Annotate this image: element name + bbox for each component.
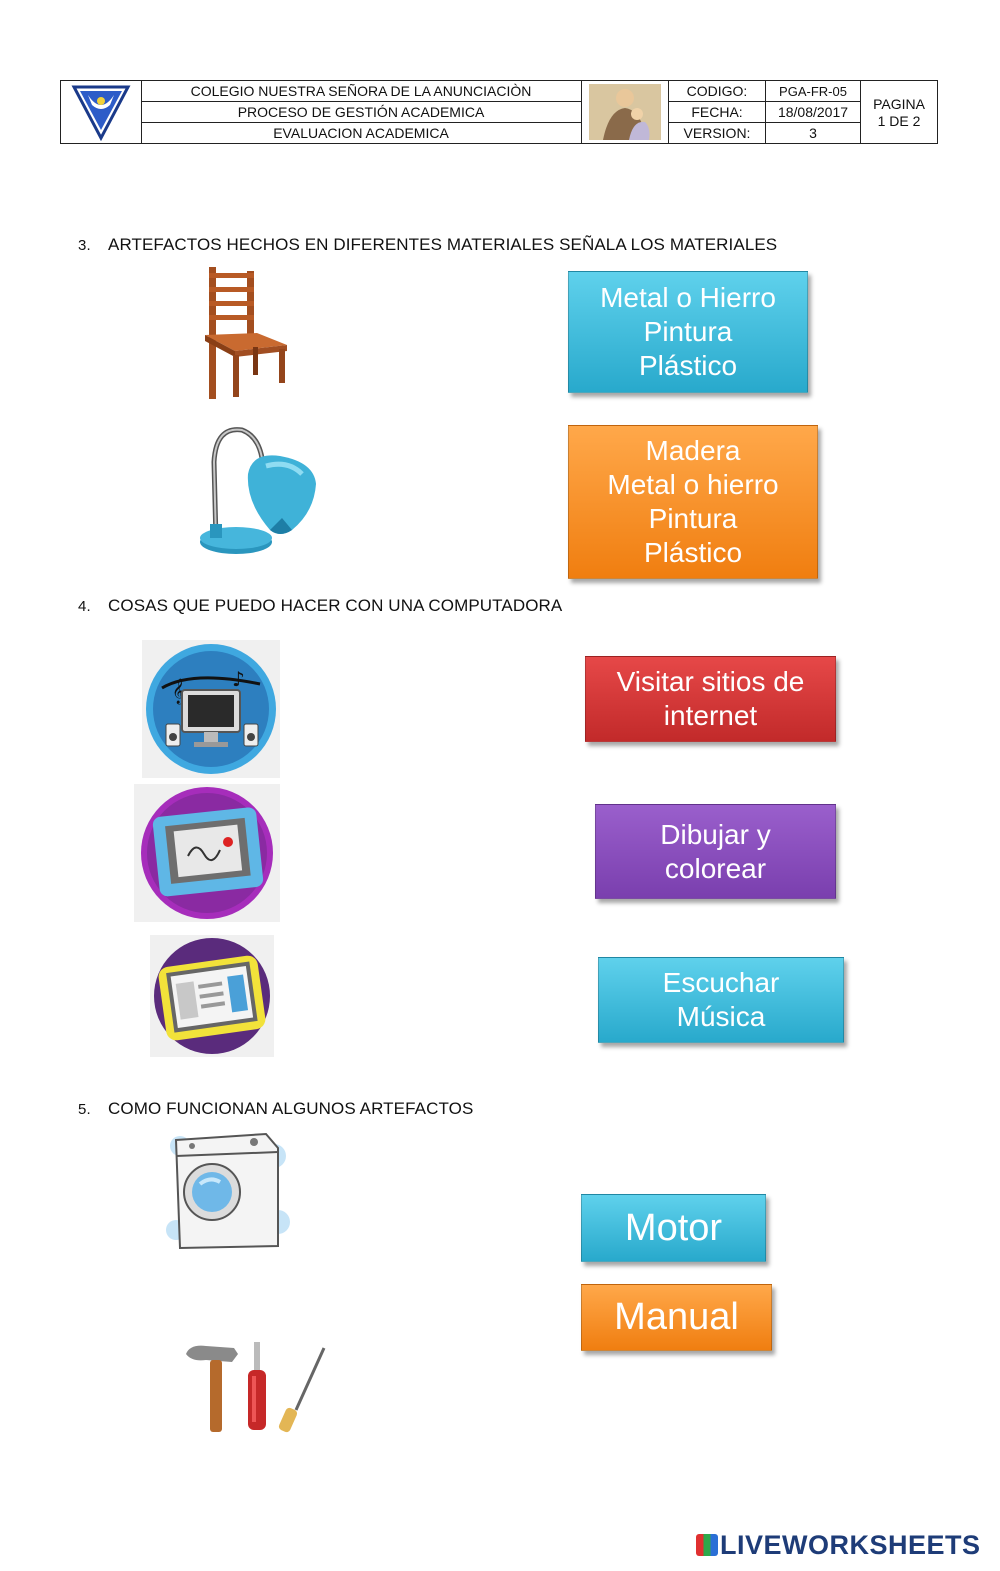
materials-box-1[interactable]: Metal o Hierro Pintura Plástico (568, 271, 808, 393)
school-shield-logo (61, 81, 141, 143)
date-label: FECHA: (691, 103, 743, 120)
washing-machine-image[interactable] (166, 1126, 290, 1257)
box-line: Plástico (638, 350, 738, 381)
desk-lamp-image[interactable] (196, 422, 322, 565)
version-value: 3 (809, 124, 817, 141)
svg-text:♪: ♪ (232, 667, 245, 691)
question-5-number: 5. (78, 1101, 91, 1118)
header-table: COLEGIO NUESTRA SEÑORA DE LA ANUNCIACIÒN… (60, 80, 938, 144)
date-value: 18/08/2017 (777, 103, 849, 120)
activity-box-music[interactable]: Escuchar Música (598, 957, 844, 1043)
box-line: Visitar sitios de (616, 666, 805, 697)
code-value: PGA-FR-05 (779, 83, 847, 99)
liveworksheets-text: LIVEWORKSHEETS (720, 1530, 981, 1560)
box-line: Plástico (643, 537, 743, 568)
liveworksheets-logo[interactable]: LIVEWORKSHEETS (696, 1530, 981, 1561)
question-3-text: ARTEFACTOS HECHOS EN DIFERENTES MATERIAL… (108, 235, 778, 254)
box-line: Pintura (643, 316, 733, 347)
box-line: internet (663, 700, 758, 731)
chair-image[interactable] (195, 265, 295, 406)
box-line: Metal o Hierro (600, 282, 776, 313)
page-indicator: PAGINA 1 DE 2 (861, 89, 937, 137)
question-4-number: 4. (78, 598, 91, 615)
box-line: Música (676, 1001, 766, 1032)
saint-picture (582, 83, 668, 141)
question-4-title: 4. COSAS QUE PUEDO HACER CON UNA COMPUTAD… (78, 596, 562, 616)
hand-tools-image[interactable] (184, 1340, 330, 1441)
webpage-screen-icon[interactable] (150, 935, 274, 1062)
box-line: Motor (624, 1206, 723, 1249)
box-line: Dibujar y (660, 818, 771, 850)
question-3-number: 3. (78, 237, 91, 254)
question-5-text: COMO FUNCIONAN ALGUNOS ARTEFACTOS (108, 1099, 474, 1118)
materials-box-2[interactable]: Madera Metal o hierro Pintura Plástico (568, 425, 818, 579)
question-5-title: 5. COMO FUNCIONAN ALGUNOS ARTEFACTOS (78, 1099, 473, 1119)
process-name: PROCESO DE GESTIÓN ACADEMICA (237, 103, 485, 120)
drawing-screen-icon[interactable] (134, 784, 280, 927)
code-label: CODIGO: (686, 83, 748, 99)
box-line: Manual (614, 1296, 739, 1338)
box-line: colorear (664, 852, 767, 884)
box-line: Madera (645, 435, 741, 466)
activity-box-internet[interactable]: Visitar sitios de internet (585, 656, 836, 742)
page-value: 1 DE 2 (877, 113, 921, 129)
box-line: Escuchar (662, 967, 780, 998)
function-box-manual[interactable]: Manual (581, 1284, 772, 1351)
activity-box-draw[interactable]: Dibujar y colorear (595, 804, 836, 899)
function-box-motor[interactable]: Motor (581, 1194, 766, 1262)
liveworksheets-icon (696, 1534, 718, 1556)
question-3-title: 3. ARTEFACTOS HECHOS EN DIFERENTES MATERI… (78, 235, 777, 255)
page-label: PAGINA (873, 96, 925, 112)
box-line: Metal o hierro (607, 469, 779, 500)
computer-music-icon[interactable]: 𝄞 ♪ (142, 640, 280, 783)
box-line: Pintura (648, 503, 738, 534)
version-label: VERSION: (683, 124, 751, 141)
question-4-text: COSAS QUE PUEDO HACER CON UNA COMPUTADOR… (108, 596, 563, 615)
evaluation-name: EVALUACION ACADEMICA (273, 124, 449, 141)
school-name: COLEGIO NUESTRA SEÑORA DE LA ANUNCIACIÒN (190, 83, 532, 99)
